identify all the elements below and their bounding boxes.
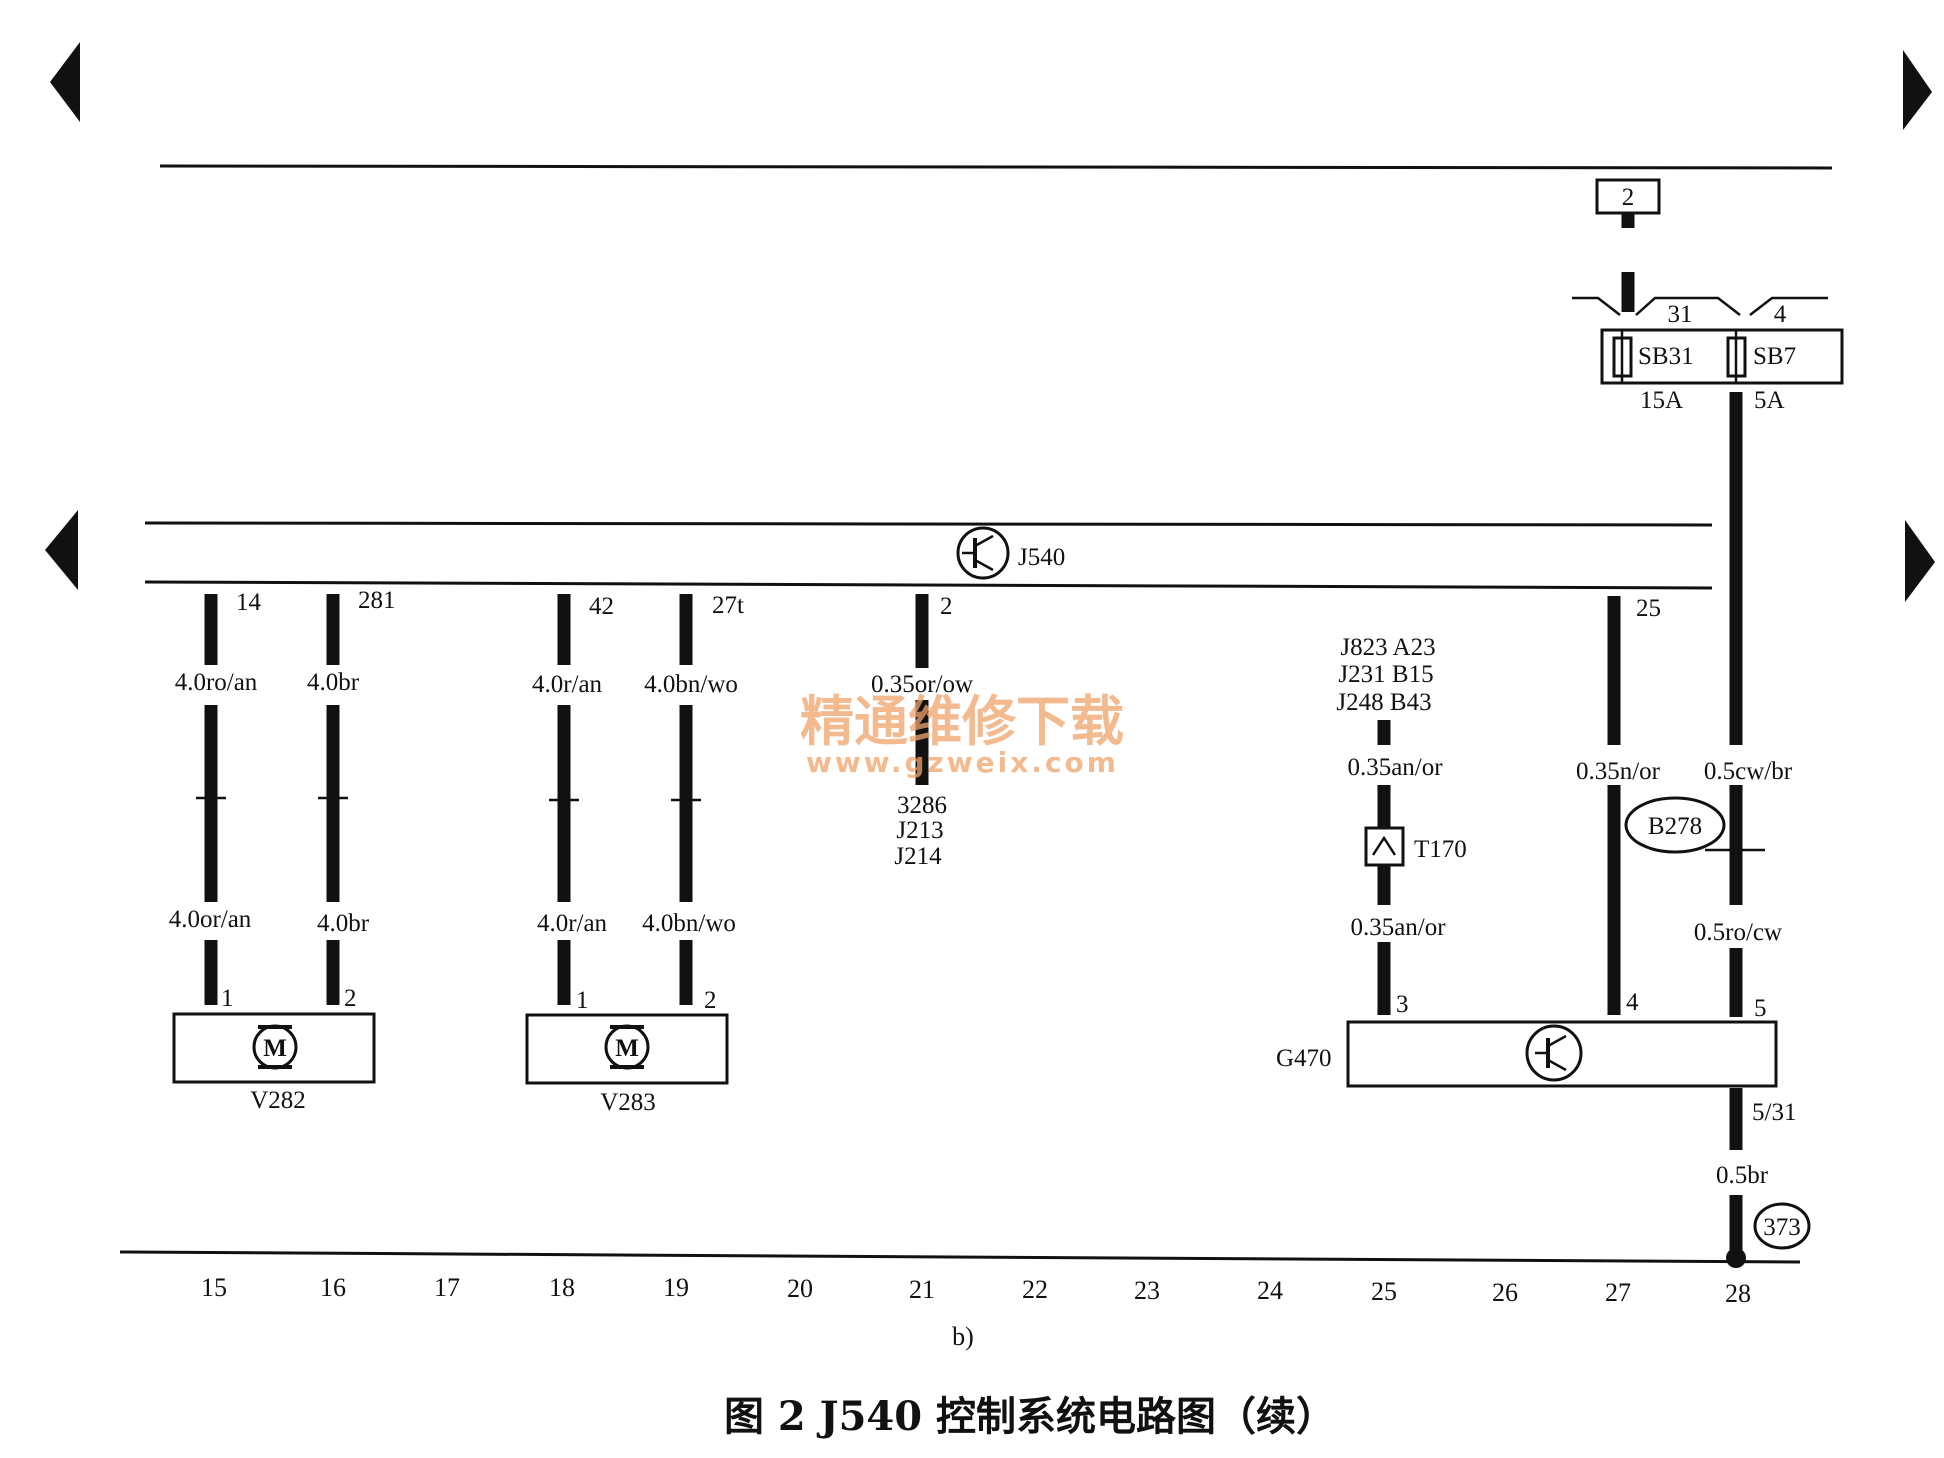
wire-ground-label: 0.5br [1716,1162,1769,1189]
column-number: 21 [909,1275,935,1304]
wire-27t-lower-label: 4.0bn/wo [642,910,736,937]
fuse-block: 2 31 4 SB31 SB7 15A 5A [1572,178,1844,414]
watermark-url: www.gzweix.com [806,746,1119,779]
wire-2-destination-3: J214 [894,843,942,870]
motor-v282-pin-2: 2 [344,985,357,1012]
connector-t170-icon [1371,835,1397,856]
column-number: 24 [1257,1276,1283,1305]
column-number: 18 [549,1273,575,1302]
fuse-sb7-number: 4 [1774,301,1787,328]
column-number: 23 [1134,1276,1160,1305]
motor-v283-symbol: M [615,1035,639,1062]
ground-point-oval [1753,1202,1811,1250]
j540-top-line [144,521,1713,527]
fuse-sb7-label: SB7 [1753,343,1796,370]
wire-2-destination-2: J213 [896,817,943,844]
wire-t170-lower-label: 0.35an/or [1350,914,1446,941]
motor-v283-icon [604,1024,650,1070]
wire-281-lower-label: 4.0br [317,910,370,937]
top-bus-line [159,164,1833,170]
wire-42-lower-label: 4.0r/an [537,910,608,937]
connector-b278-label: B278 [1648,813,1702,840]
sensor-g470-transistor-icon [1525,1024,1583,1082]
wire-42-pin: 42 [589,593,614,620]
motor-v282-icon [252,1024,298,1070]
sublabel: b) [952,1322,974,1351]
fuse-sb31-number: 31 [1668,301,1693,328]
column-number: 19 [663,1273,689,1302]
wire-t170-source-3: J248 B43 [1336,689,1431,716]
column-number: 15 [201,1273,227,1302]
sensor-g470-ground-pin: 5/31 [1752,1099,1796,1126]
figure-caption: 图 2 J540 控制系统电路图（续） [724,1393,1336,1440]
fuse-connector-number: 2 [1622,184,1635,211]
connector-t170-label: T170 [1414,836,1467,863]
motor-v283-label: V283 [600,1089,656,1116]
wire-27t-pin: 27t [712,592,744,619]
wire-281-upper-label: 4.0br [307,669,360,696]
wire-2-destination-1: 3286 [897,792,947,819]
connector-t170-box [1364,826,1405,867]
fuse-sb7-rating: 5A [1754,387,1785,414]
sensor-g470-pin-5: 5 [1754,995,1767,1022]
column-number: 20 [787,1274,813,1303]
wire-b278-lower-label: 0.5ro/cw [1694,919,1782,946]
wire-break-marks [196,796,701,802]
sensor-g470-pin-4: 4 [1626,989,1639,1016]
motor-v282-symbol: M [263,1035,287,1062]
column-number: 27 [1605,1278,1631,1307]
watermark-text: 精通维修下载 [800,690,1124,753]
wire-14-upper-label: 4.0ro/an [175,669,258,696]
wire-b278-upper-label: 0.5cw/br [1704,758,1793,785]
motor-v283-pin-1: 1 [576,987,589,1014]
column-number: 25 [1371,1277,1397,1306]
motor-v282-label: V282 [250,1087,306,1114]
wire-2-upper-label: 0.35or/ow [871,671,973,698]
prev-page-arrow-icon[interactable] [50,42,80,122]
column-numbers: 15 16 17 18 19 20 21 22 23 24 25 26 27 2… [201,1273,1751,1308]
wire-25-pin: 25 [1636,595,1661,622]
ground-junction-dot [1726,1248,1746,1268]
column-number: 28 [1725,1279,1751,1308]
sensor-g470-pin-3: 3 [1396,991,1409,1018]
next-section-arrow-icon[interactable] [1905,520,1935,602]
wire-2-pin: 2 [940,593,953,620]
wire-14-pin: 14 [236,589,262,616]
column-number: 17 [434,1273,460,1302]
j540-bottom-line [144,580,1713,590]
next-page-arrow-icon[interactable] [1903,50,1932,130]
column-number: 16 [320,1273,346,1302]
wire-27t-upper-label: 4.0bn/wo [644,671,738,698]
prev-section-arrow-icon[interactable] [45,510,78,590]
wire-281-pin: 281 [358,587,396,614]
wire-t170-upper-label: 0.35an/or [1347,754,1443,781]
column-number: 26 [1492,1278,1518,1307]
wire-t170-source-1: J823 A23 [1340,634,1435,661]
fuse-sb31-rating: 15A [1640,387,1683,414]
wire-25-upper-label: 0.35n/or [1576,758,1661,785]
bottom-bus-line [119,1250,1801,1264]
control-unit-label: J540 [1018,544,1065,571]
sensor-g470-label: G470 [1276,1045,1332,1072]
motor-v283-pin-2: 2 [704,987,717,1014]
column-number: 22 [1022,1275,1048,1304]
wire-14-lower-label: 4.0or/an [169,906,252,933]
motor-v282-pin-1: 1 [221,985,234,1012]
ground-point-label: 373 [1763,1214,1801,1241]
wire-42-upper-label: 4.0r/an [532,671,603,698]
connector-b278-oval [1624,796,1726,854]
transistor-icon [956,526,1010,580]
wire-t170-source-2: J231 B15 [1338,661,1433,688]
fuse-sb31-label: SB31 [1638,343,1694,370]
